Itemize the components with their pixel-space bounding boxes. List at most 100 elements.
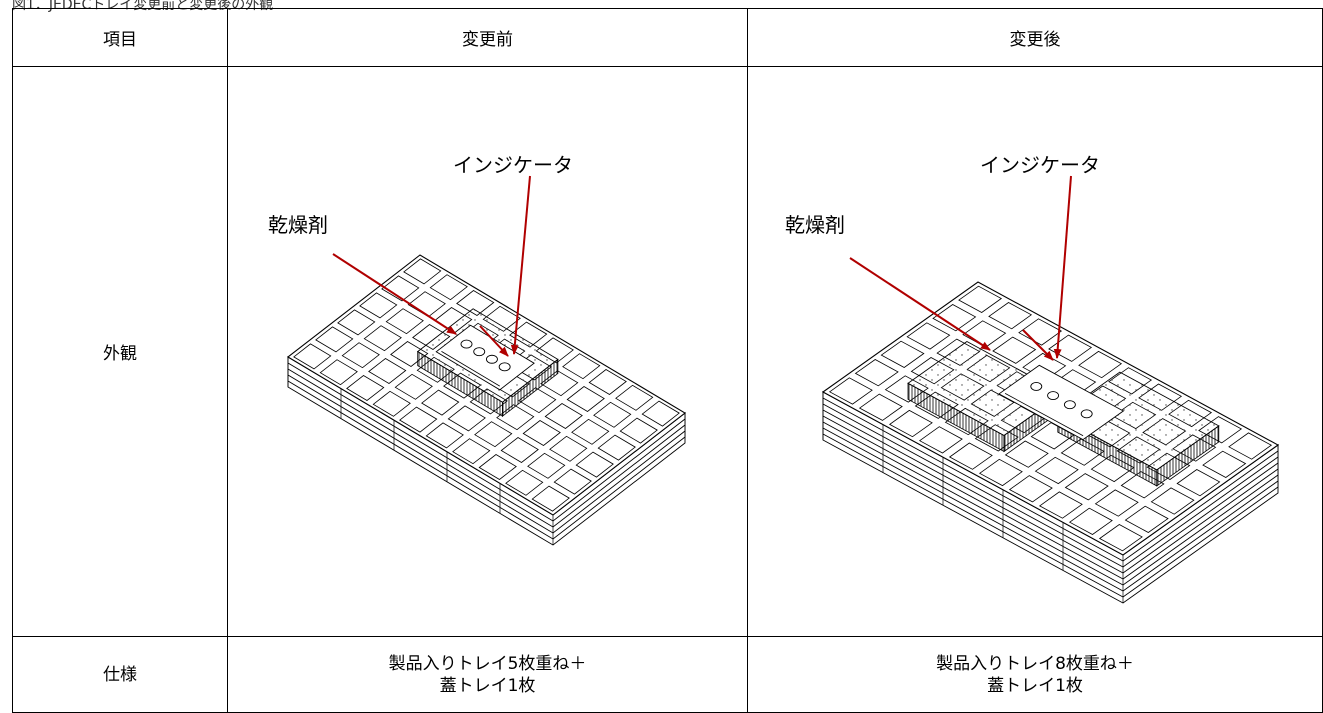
tray-pocket [1038, 490, 1083, 519]
tray-pocket [888, 409, 933, 437]
appearance-label: 外観 [12, 66, 228, 637]
spec-before-line1: 製品入りトレイ5枚重ね＋ [388, 653, 587, 674]
tray-pocket [522, 419, 561, 446]
desiccant-pack [1056, 371, 1220, 470]
indicator-dot [460, 339, 472, 349]
tray-pocket [504, 469, 543, 496]
comparison-table: 項目 変更前 変更後 外観 乾燥剤インジケータ 乾燥剤インジケータ 仕様 製品入… [12, 8, 1323, 713]
header-after: 変更後 [747, 8, 1323, 67]
tray-pocket [1078, 350, 1123, 378]
tray-pocket [1034, 456, 1079, 484]
tray-pocket [1228, 431, 1273, 460]
tray-pocket [1120, 470, 1165, 498]
tray-pocket [429, 273, 468, 300]
appearance-row: 外観 乾燥剤インジケータ 乾燥剤インジケータ [12, 66, 1323, 637]
tray-pocket [425, 421, 464, 448]
tray-pocket [588, 368, 627, 395]
header-row: 項目 変更前 変更後 [12, 8, 1323, 67]
pointer-arrow [849, 256, 991, 351]
tray-pocket [548, 435, 587, 462]
indicator-dot [472, 346, 485, 356]
tray-pocket [341, 341, 380, 368]
desiccant-label: 乾燥剤 [785, 213, 845, 237]
spec-before-line2: 蓋トレイ1枚 [439, 675, 536, 696]
indicator-dot [1030, 381, 1043, 391]
indicator-dot [1080, 408, 1093, 418]
tray-pocket [1094, 488, 1139, 517]
tray-pocket [385, 307, 424, 334]
tray-pocket [478, 453, 517, 480]
pointer-arrow [510, 175, 531, 355]
tray-pocket [367, 357, 406, 384]
indicator-card [998, 364, 1125, 440]
tray-pocket [451, 437, 490, 464]
appearance-before-cell: 乾燥剤 インジケータ [227, 66, 748, 637]
tray-pocket [336, 308, 375, 335]
tray-pocket [363, 324, 402, 351]
tray-pocket [858, 393, 903, 421]
tray-pocket [1150, 486, 1195, 515]
tray-pocket [394, 373, 433, 400]
tray-pocket [906, 321, 951, 350]
tray-pocket [948, 442, 993, 470]
tray-pocket [358, 291, 397, 318]
indicator-dot [485, 354, 498, 364]
tray-pocket [473, 420, 512, 447]
indicator-dot [1063, 399, 1076, 409]
tray-pocket [345, 374, 384, 401]
indicator-label: インジケータ [453, 153, 573, 177]
tray-pocket [614, 384, 653, 411]
spec-row: 仕様 製品入りトレイ5枚重ね＋ 蓋トレイ1枚 製品入りトレイ8枚重ね＋ 蓋トレイ… [12, 636, 1323, 713]
tray-pocket [566, 385, 605, 412]
tray-pocket [1064, 472, 1109, 500]
tray-pocket [402, 257, 441, 284]
tray-pocket [500, 436, 539, 463]
tray-pocket [854, 358, 899, 386]
pointer-arrow [1022, 328, 1054, 361]
tray-pocket [420, 389, 459, 416]
tray-pocket [978, 458, 1023, 486]
header-item: 項目 [12, 8, 228, 67]
appearance-after-cell: 乾燥剤インジケータ [747, 66, 1323, 637]
tray-pocket [992, 336, 1037, 364]
spec-label: 仕様 [12, 636, 228, 713]
tray-pocket [314, 325, 353, 352]
tray-pocket [958, 285, 1003, 313]
tray-pocket [1176, 468, 1221, 496]
tray-pocket [1202, 450, 1247, 478]
tray-pocket [526, 452, 565, 479]
tray-pocket [1068, 507, 1113, 535]
tray-pocket [372, 390, 411, 417]
tray-pocket [918, 425, 963, 453]
indicator-slot [440, 350, 500, 386]
tray-pocket [319, 358, 358, 385]
tray-pocket [828, 376, 873, 405]
indicator-card [434, 324, 535, 390]
tray-pocket [380, 274, 419, 301]
tray-pocket [932, 303, 977, 331]
indicator-slot [1004, 392, 1084, 436]
pointer-arrow [478, 324, 509, 357]
tray-illustration-before: 乾燥剤 インジケータ [268, 153, 686, 546]
tray-pocket [1048, 334, 1093, 362]
desiccant-label: 乾燥剤 [268, 213, 328, 237]
tray-pocket [570, 418, 609, 445]
tray-pocket [1098, 523, 1143, 551]
spec-after: 製品入りトレイ8枚重ね＋ 蓋トレイ1枚 [747, 636, 1323, 713]
spec-after-line1: 製品入りトレイ8枚重ね＋ [936, 653, 1134, 674]
tray-pocket [544, 402, 583, 429]
tray-pocket [597, 434, 636, 461]
tray-pocket [398, 406, 437, 433]
tray-pocket [447, 404, 486, 431]
pointer-arrow [1053, 175, 1072, 359]
tray-pocket [553, 468, 592, 495]
tray-pocket [641, 400, 680, 427]
tray-pocket [1124, 505, 1169, 533]
tray-pocket [1004, 440, 1049, 468]
tray-pocket [1008, 474, 1053, 502]
tray-pocket [988, 301, 1033, 329]
pointer-arrow [331, 252, 457, 335]
tray-pocket [292, 342, 331, 369]
tray-pocket [575, 451, 614, 478]
